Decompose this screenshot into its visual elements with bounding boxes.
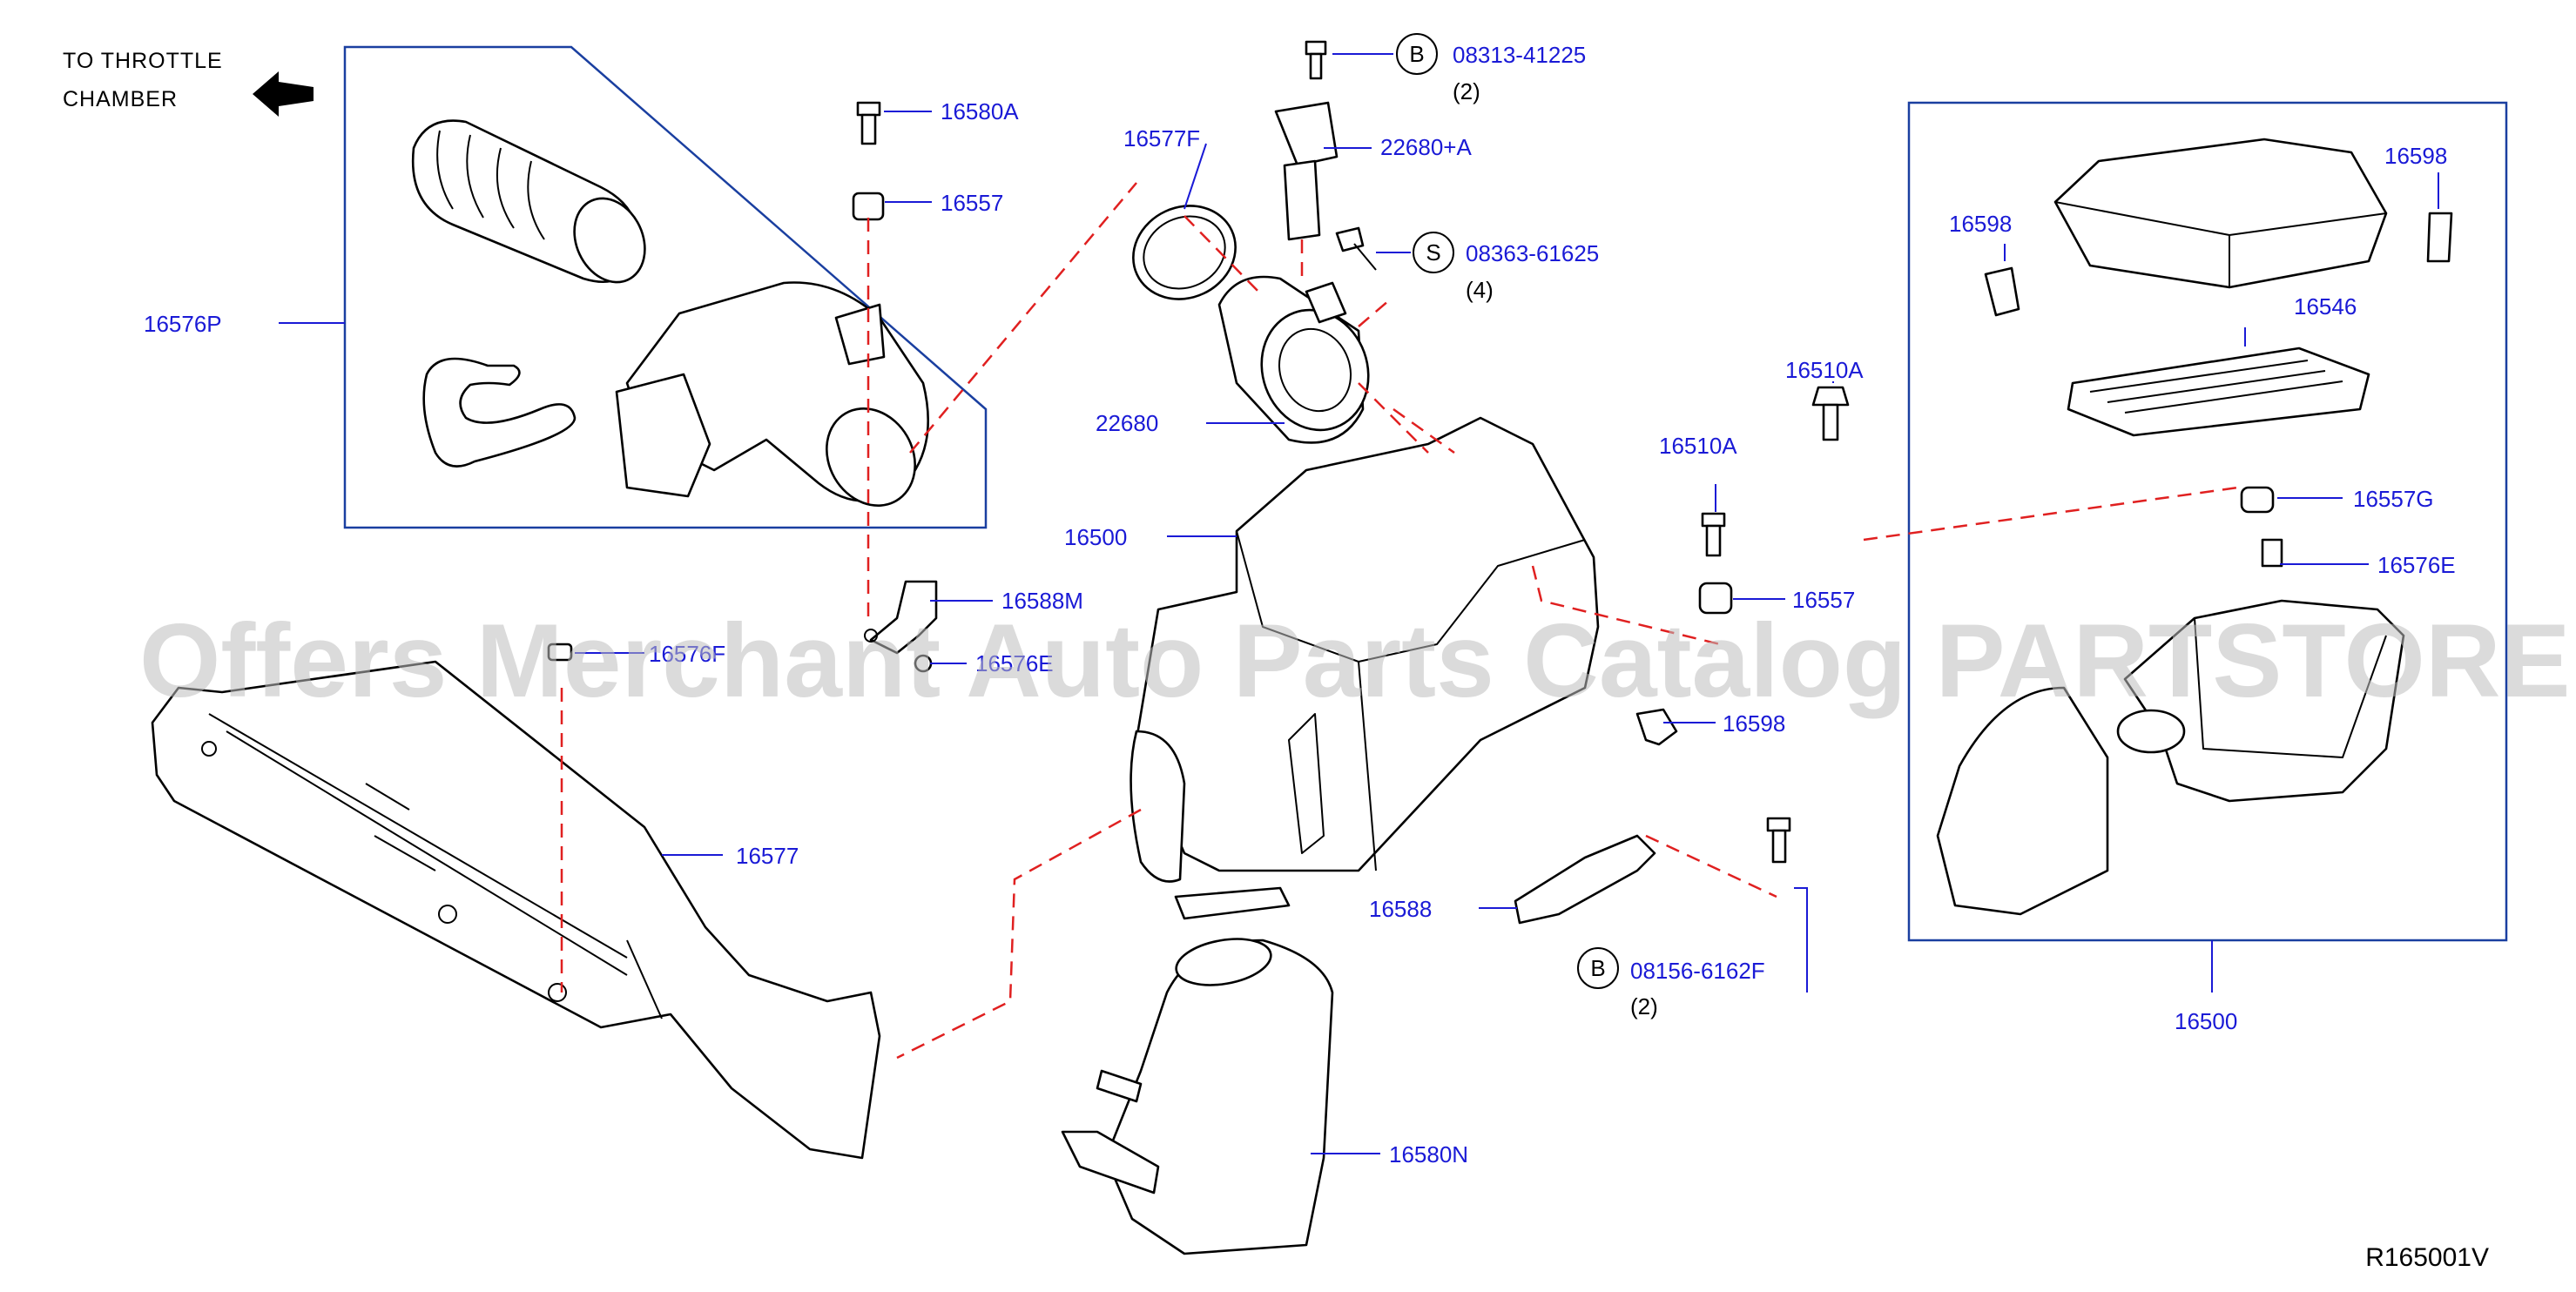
watermark: Offers Merchant Auto Parts Catalog PARTS… [139,602,2576,719]
label-16576e-left: 16576E [975,650,1054,676]
badge-b-bottom: B [1590,955,1605,981]
air-cleaner-16500-drawing [1130,416,1600,920]
qty-b-top: (2) [1453,78,1480,104]
code-08313-41225: 08313-41225 [1453,42,1586,68]
bolt-b-top-drawing [1305,40,1327,80]
label-16577: 16577 [736,843,799,869]
air-cleaner-body-drawing [1936,599,2405,916]
grommet-16557-mid-drawing [1698,582,1733,615]
clip-16598-right-drawing [2426,212,2453,263]
clip-16576e-right-drawing [2261,538,2283,568]
label-16576f: 16576F [649,641,725,667]
air-cleaner-cover-drawing [2053,138,2388,289]
label-16546: 16546 [2294,293,2357,320]
clip-16598-mid-drawing [1635,708,1678,746]
label-16557g: 16557G [2353,486,2434,512]
label-16576p: 16576P [144,311,222,337]
grommet-16557-drawing [852,192,885,221]
fastener-s: S 08363-61625 (4) [1413,232,1599,303]
subassembly-frame-left [343,45,988,529]
label-16576e-right: 16576E [2377,552,2456,578]
code-08363-61625: 08363-61625 [1466,240,1599,266]
resonator-16580n-drawing [1061,938,1334,1255]
fastener-b-top: B 08313-41225 (2) [1396,33,1586,104]
grommet-16557g-drawing [2240,486,2275,514]
throttle-duct-drawing [615,281,929,507]
bolt-16510a-right-drawing [1811,386,1850,441]
bracket-16588-drawing [1514,834,1656,925]
label-16598-mid: 16598 [1723,710,1785,737]
label-22680a: 22680+A [1380,134,1472,160]
clamp-16577f-drawing [1132,205,1237,300]
bolt-16510a-mid-drawing [1701,512,1726,557]
label-16510a-right: 16510A [1785,357,1864,383]
bracket-16588m-drawing [864,580,938,655]
airflow-sensor-22680a-drawing [1274,101,1339,241]
label-16577f: 16577F [1123,125,1200,151]
label-16500-main: 16500 [1064,524,1127,550]
clip-16598-left-drawing [1984,266,2020,317]
airflow-meter-22680-drawing [1217,275,1370,444]
left-arrow-icon [253,71,314,117]
bolt-b-bottom-drawing [1766,817,1791,864]
qty-s: (4) [1466,277,1494,303]
label-16598-left: 16598 [1949,211,2012,237]
dashed-guides [560,182,2239,1060]
throttle-note-line2: CHAMBER [63,87,178,111]
label-16500-right: 16500 [2175,1008,2237,1034]
fastener-b-bottom: B 08156-6162F (2) [1577,947,1765,1019]
clip-16576f-drawing [547,643,573,662]
diagram-code: R165001V [2365,1243,2489,1272]
intake-hose-drawing [411,119,646,284]
qty-b-bottom: (2) [1630,993,1658,1019]
label-16557-mid: 16557 [1792,587,1855,613]
throttle-note-line1: TO THROTTLE [63,49,223,73]
label-16580a: 16580A [941,98,1019,124]
small-hose-drawing [422,357,577,468]
badge-b-top: B [1409,41,1424,67]
label-16588: 16588 [1369,896,1432,922]
air-duct-16577-drawing [151,660,881,1160]
label-16557-top: 16557 [941,190,1003,216]
label-16510a-mid: 16510A [1659,433,1737,459]
code-08156-6162f: 08156-6162F [1630,958,1765,984]
label-16588m: 16588M [1001,588,1083,614]
filter-element-16546-drawing [2067,347,2370,437]
subassembly-frame-right [1907,101,2508,942]
label-16598-right: 16598 [2384,143,2447,169]
badge-s: S [1426,239,1440,266]
screw-s-drawing [1335,226,1377,271]
bolt-16580a-drawing [856,101,881,145]
label-22680: 22680 [1096,410,1158,436]
leader-lines [279,53,2439,1154]
label-16580n: 16580N [1389,1141,1468,1168]
